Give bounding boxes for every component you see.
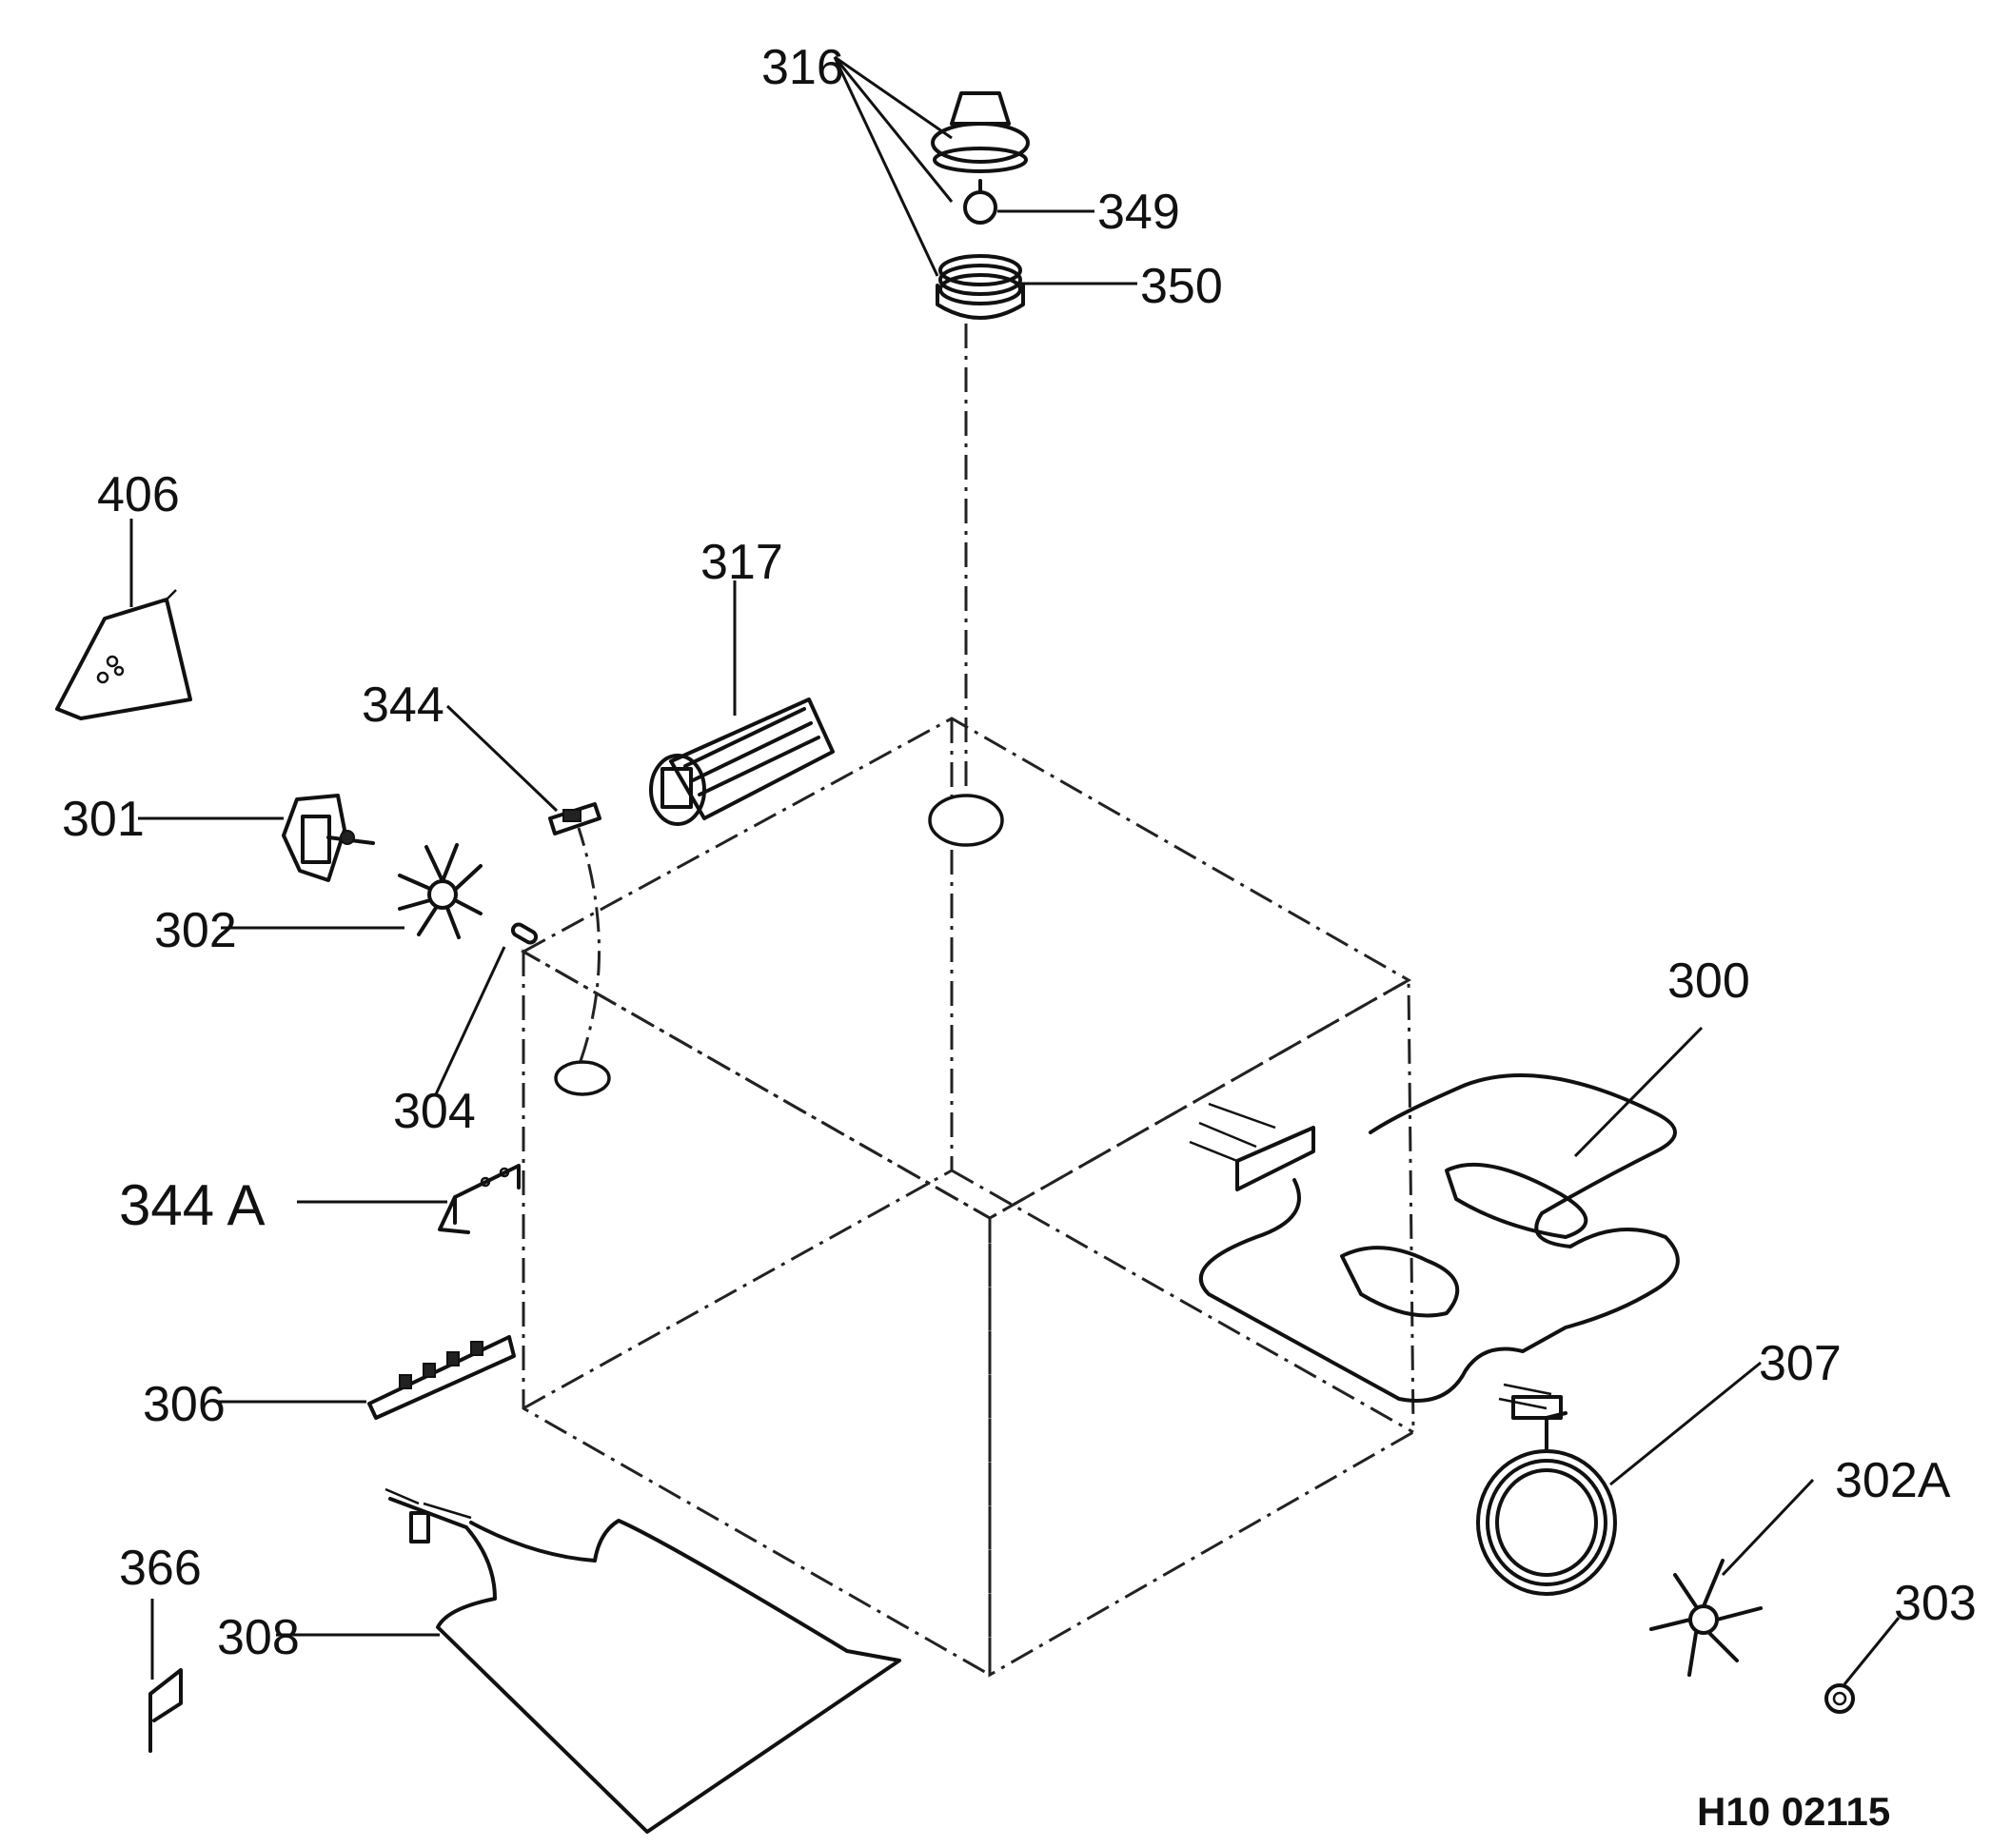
lamp-cover-knob bbox=[950, 91, 1011, 126]
bracket-344a-part bbox=[297, 1164, 521, 1234]
terminal-block-part bbox=[219, 1335, 516, 1420]
thermostat-clip-part bbox=[445, 704, 601, 836]
fan-blade-part bbox=[221, 843, 483, 939]
lamp-holder bbox=[938, 254, 1022, 286]
label-366: 366 bbox=[119, 1541, 202, 1596]
label-349: 349 bbox=[1097, 185, 1180, 240]
drawing-code: H10 02115 bbox=[1697, 1789, 1890, 1834]
oven-cavity-outline bbox=[520, 324, 1415, 1678]
label-307: 307 bbox=[1759, 1336, 1842, 1391]
side-hole bbox=[554, 1060, 611, 1096]
fan-impeller-part bbox=[1649, 1478, 1815, 1677]
nut-part bbox=[1824, 1617, 1901, 1714]
label-344: 344 bbox=[362, 678, 444, 733]
label-406: 406 bbox=[97, 467, 180, 522]
lower-heating-element-part bbox=[276, 1487, 901, 1834]
pin-part bbox=[434, 922, 539, 1095]
label-306: 306 bbox=[143, 1377, 226, 1432]
label-304: 304 bbox=[393, 1084, 476, 1139]
label-300: 300 bbox=[1667, 953, 1750, 1009]
label-316: 316 bbox=[761, 40, 844, 95]
circular-element-part bbox=[1476, 1361, 1762, 1596]
label-302: 302 bbox=[154, 903, 237, 958]
lamp-assembly bbox=[833, 55, 1137, 320]
label-303: 303 bbox=[1894, 1576, 1977, 1631]
label-308: 308 bbox=[217, 1610, 300, 1665]
lamp-bulb bbox=[963, 190, 997, 225]
label-350: 350 bbox=[1140, 259, 1223, 314]
clip-366-part bbox=[148, 1599, 183, 1753]
grill-element-part bbox=[1189, 1026, 1704, 1403]
label-344a: 344 A bbox=[119, 1173, 266, 1237]
label-301: 301 bbox=[62, 792, 145, 847]
shelf-bracket-part bbox=[55, 519, 192, 720]
top-lamp-hole bbox=[928, 794, 1004, 847]
label-302a: 302A bbox=[1835, 1453, 1951, 1508]
label-317: 317 bbox=[700, 535, 783, 590]
part-number-labels: 316 349 350 406 317 344 301 302 304 344 … bbox=[62, 40, 1977, 1834]
cooling-fan-part bbox=[649, 580, 835, 826]
fan-motor-part bbox=[138, 794, 375, 882]
